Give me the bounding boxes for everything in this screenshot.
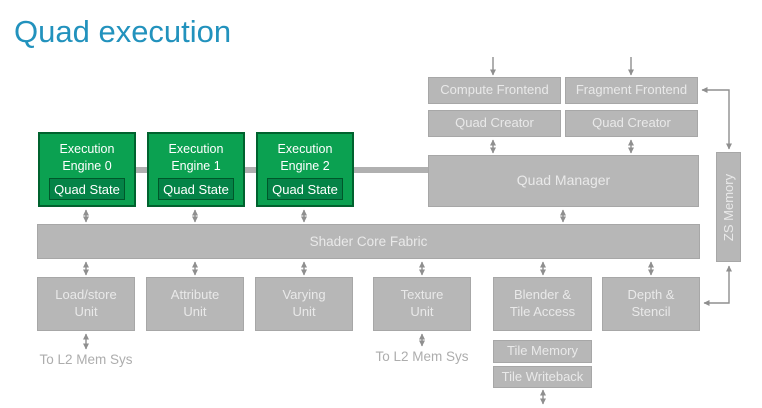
tile-memory-box: Tile Memory <box>493 340 592 363</box>
quad-state-box: Quad State <box>158 178 234 200</box>
shader-core-fabric-label: Shader Core Fabric <box>309 233 428 249</box>
quad-state-label: Quad State <box>163 181 229 197</box>
engine-label-line2: Engine 2 <box>280 158 330 173</box>
unit-label-line1: Attribute <box>170 287 220 303</box>
tile-writeback-box: Tile Writeback <box>493 366 592 388</box>
unit-label-line2: Unit <box>292 304 316 319</box>
unit-label-line1: Depth & <box>627 287 675 303</box>
fragment-frontend-box: Fragment Frontend <box>565 77 698 104</box>
quad-state-box: Quad State <box>267 178 343 200</box>
quad-manager-label: Quad Manager <box>516 172 611 189</box>
engine-label-line1: Execution <box>168 142 224 156</box>
unit-label-line2: Stencil <box>631 304 671 319</box>
unit-label-line2: Unit <box>183 304 207 319</box>
unit-label-line1: Texture <box>400 287 444 303</box>
varying-unit-box: Varying Unit <box>255 277 353 331</box>
execution-engine-0-box: Execution Engine 0 Quad State <box>38 132 136 207</box>
quad-state-label: Quad State <box>272 181 338 197</box>
depth-stencil-box: Depth & Stencil <box>602 277 700 331</box>
zs-memory-box: ZS Memory <box>716 152 741 262</box>
quad-state-box: Quad State <box>49 178 125 200</box>
to-l2-mem-sys-label-left: To L2 Mem Sys <box>39 352 133 367</box>
attribute-unit-box: Attribute Unit <box>146 277 244 331</box>
quad-creator-fragment-box: Quad Creator <box>565 110 698 137</box>
unit-label-line2: Unit <box>410 304 434 319</box>
page-title: Quad execution <box>14 14 232 49</box>
zs-memory-label: ZS Memory <box>721 173 737 241</box>
fragment-frontend-label: Fragment Frontend <box>575 82 688 98</box>
load-store-unit-box: Load/store Unit <box>37 277 135 331</box>
engine-label-line1: Execution <box>277 142 333 156</box>
compute-frontend-box: Compute Frontend <box>428 77 561 104</box>
unit-label-line2: Tile Access <box>509 304 576 319</box>
quad-creator-label: Quad Creator <box>592 115 671 131</box>
compute-frontend-label: Compute Frontend <box>440 82 549 98</box>
blender-tile-access-box: Blender & Tile Access <box>493 277 592 331</box>
engine-label-line2: Engine 1 <box>171 158 221 173</box>
engine-label-line2: Engine 0 <box>62 158 112 173</box>
texture-unit-box: Texture Unit <box>373 277 471 331</box>
unit-label-line1: Varying <box>282 287 326 303</box>
unit-label-line2: Unit <box>74 304 98 319</box>
execution-engine-1-box: Execution Engine 1 Quad State <box>147 132 245 207</box>
tile-memory-label: Tile Memory <box>506 343 579 359</box>
unit-label-line1: Load/store <box>55 287 117 303</box>
quad-creator-compute-box: Quad Creator <box>428 110 561 137</box>
unit-label-line1: Blender & <box>513 287 572 303</box>
quad-creator-label: Quad Creator <box>455 115 534 131</box>
to-l2-mem-sys-label-right: To L2 Mem Sys <box>375 349 469 364</box>
tile-writeback-label: Tile Writeback <box>501 368 584 384</box>
quad-manager-box: Quad Manager <box>428 155 699 207</box>
execution-engine-2-box: Execution Engine 2 Quad State <box>256 132 354 207</box>
engine-label-line1: Execution <box>59 142 115 156</box>
quad-state-label: Quad State <box>54 181 120 197</box>
shader-core-fabric-box: Shader Core Fabric <box>37 224 700 259</box>
